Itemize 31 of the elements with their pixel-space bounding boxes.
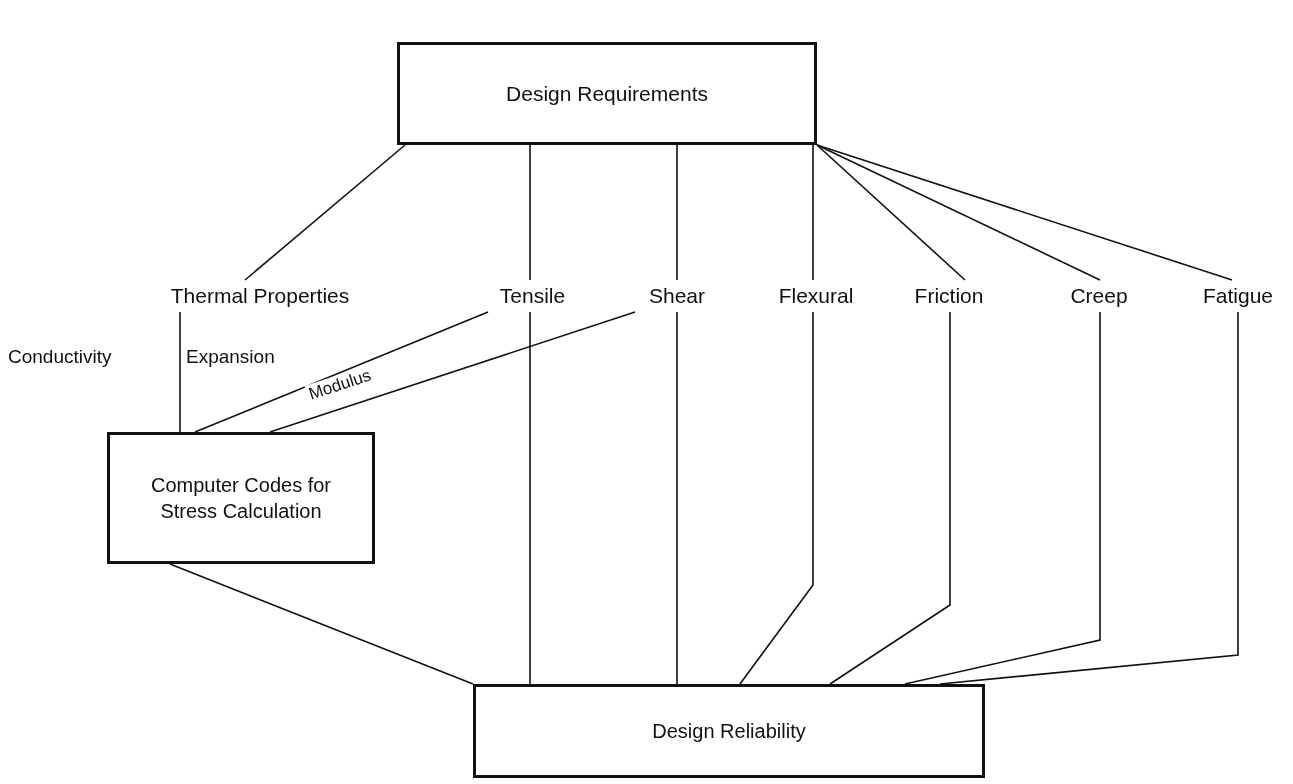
process-box xyxy=(473,684,985,778)
node-text: Flexural xyxy=(778,283,854,310)
connector-line xyxy=(179,311,181,433)
node-text: Fatigue xyxy=(1202,283,1273,310)
node-text: Creep xyxy=(1070,283,1128,310)
connector-line xyxy=(529,311,531,685)
connector-line xyxy=(904,311,1101,685)
connector-line xyxy=(739,311,814,685)
node-text: Computer Codes for Stress Calculation xyxy=(149,473,333,524)
connector-line xyxy=(529,144,531,281)
connector-line xyxy=(812,144,814,281)
node-text: Friction xyxy=(914,283,984,310)
connector-line xyxy=(169,563,474,685)
connector-line xyxy=(816,144,1101,281)
node-text: Design Requirements xyxy=(506,80,708,107)
sub-label: Expansion xyxy=(186,346,275,368)
connector-line xyxy=(676,144,678,281)
connector-line xyxy=(269,311,636,433)
node-text: Design Reliability xyxy=(652,719,806,744)
node-text: Tensile xyxy=(499,283,566,310)
process-box xyxy=(107,432,375,564)
process-box xyxy=(397,42,817,145)
node-text: Shear xyxy=(648,283,705,310)
connector-line xyxy=(676,311,678,685)
connector-line xyxy=(829,311,951,685)
connector-line xyxy=(194,311,489,433)
connector-line xyxy=(816,144,966,281)
sub-label: Conductivity xyxy=(8,346,112,368)
connector-line xyxy=(816,144,1233,281)
connector-line xyxy=(244,144,406,281)
node-text: Thermal Properties xyxy=(170,283,350,310)
